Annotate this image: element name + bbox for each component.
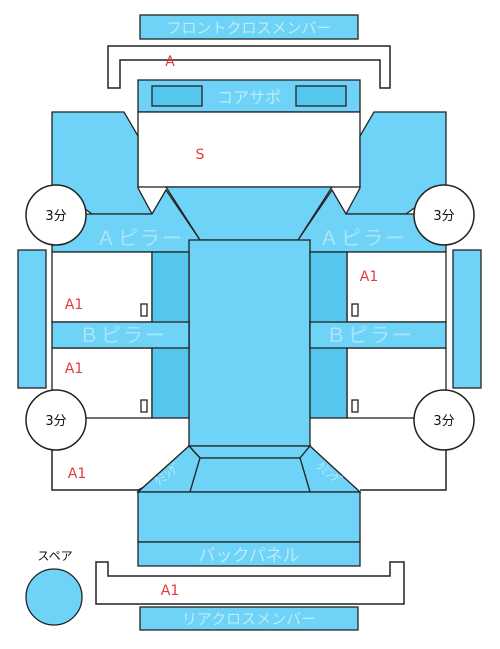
right-rear-door-handle <box>351 399 359 413</box>
spare-tire: スペア <box>25 549 83 626</box>
wheel-front-left-label: 3分 <box>45 209 66 224</box>
rear-grade: A1 <box>161 583 179 599</box>
wheel-rear-left: 3分 <box>25 389 87 451</box>
trunk-lid <box>189 457 311 493</box>
front-grade: A <box>165 54 175 70</box>
left-side-mirror-panel <box>17 249 47 389</box>
front-cross-member: フロントクロスメンバー <box>139 14 359 40</box>
right-front-door-handle <box>351 303 359 317</box>
wheel-front-right-label: 3分 <box>433 209 454 224</box>
right-a-pillar-label: Ａピラー <box>319 226 407 250</box>
left-front-door-panel <box>51 251 153 323</box>
right-b-pillar <box>309 321 447 349</box>
left-b-pillar-label: Ｂピラー <box>79 323 167 347</box>
left-b-pillar <box>51 321 190 349</box>
right-side-mirror-panel <box>452 249 482 389</box>
spare-label: スペア <box>37 549 72 563</box>
engine-bay <box>137 111 361 188</box>
wheel-front-left: 3分 <box>25 184 87 246</box>
wheel-front-right: 3分 <box>413 184 475 246</box>
right-upper-grade: A1 <box>360 269 378 285</box>
rear-window-top <box>187 445 312 459</box>
left-rear-grade: A1 <box>68 466 86 482</box>
wheel-rear-right-label: 3分 <box>433 414 454 429</box>
wheel-rear-right: 3分 <box>413 389 475 451</box>
right-b-pillar-label: Ｂピラー <box>326 323 414 347</box>
trunk-floor <box>137 491 361 543</box>
rear-cross-member-label: リアクロスメンバー <box>182 610 316 628</box>
rear-bumper-outline <box>95 561 405 605</box>
left-lower-grade: A1 <box>65 361 83 377</box>
left-rear-door-handle <box>140 399 148 413</box>
core-area-grade: S <box>196 147 205 163</box>
back-panel-label: バックパネル <box>198 546 299 566</box>
wheel-rear-left-label: 3分 <box>45 414 66 429</box>
right-front-door-panel <box>346 251 447 323</box>
roof <box>188 239 311 447</box>
left-front-door-handle <box>140 303 148 317</box>
left-a-pillar-label: Ａピラー <box>96 226 184 250</box>
front-bumper-outline <box>107 45 391 89</box>
front-cross-member-label: フロントクロスメンバー <box>166 19 331 37</box>
rear-cross-member <box>139 606 359 631</box>
left-upper-grade: A1 <box>65 297 83 313</box>
back-panel <box>137 541 361 567</box>
core-support: コアサポ <box>137 79 361 113</box>
core-support-label: コアサポ <box>217 88 281 107</box>
